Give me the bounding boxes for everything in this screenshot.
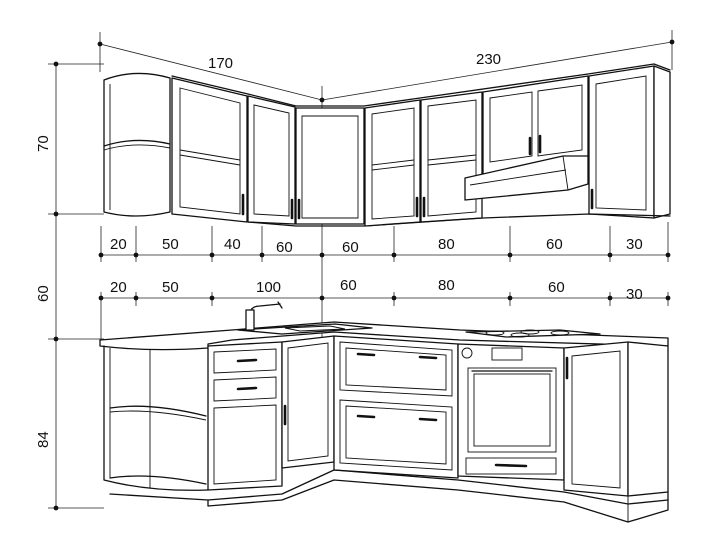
base-width-label: 20 (110, 279, 127, 296)
base-width-label: 60 (548, 279, 565, 296)
cooktop (465, 329, 601, 338)
base-width-label: 80 (438, 277, 455, 294)
base-corner-shelf (103, 345, 209, 491)
upper-corner-shelf (103, 72, 171, 217)
dim-label-upper-height: 70 (35, 135, 52, 152)
base-width-label: 60 (340, 277, 357, 294)
upper-width-label: 80 (438, 236, 455, 253)
upper-width-label: 50 (162, 236, 179, 253)
dim-label-gap-height: 60 (35, 285, 52, 302)
upper-width-label: 60 (342, 239, 359, 256)
base-sink-door (281, 335, 335, 469)
dim-label-base-height: 84 (35, 431, 52, 448)
base-width-label: 50 (162, 279, 179, 296)
sink (237, 323, 373, 335)
base-cabinets (99, 301, 669, 523)
base-width-label: 30 (626, 286, 643, 303)
base-corner-drawers (333, 335, 459, 479)
base-end-cabinet (563, 341, 669, 497)
base-width-label: 100 (256, 279, 281, 296)
dimension-lines (48, 30, 675, 511)
range-hood (464, 155, 589, 201)
oven (457, 343, 565, 481)
faucet (245, 301, 283, 331)
upper-glass-cabinet-right (364, 91, 483, 227)
dim-label-right-wall: 230 (476, 51, 501, 68)
upper-width-label: 40 (224, 236, 241, 253)
dim-label-left-wall: 170 (208, 55, 233, 72)
dimension-labels: 170 230 70 60 84 20 50 40 60 60 80 60 30… (35, 51, 643, 448)
upper-width-label: 60 (546, 236, 563, 253)
plinth (109, 469, 669, 523)
upper-panel-cabinet-a (247, 95, 296, 225)
upper-width-label: 60 (276, 239, 293, 256)
upper-cabinets (103, 63, 671, 227)
upper-end-cabinet (588, 65, 671, 219)
base-drawer-stack (207, 341, 283, 491)
upper-glass-cabinet-left (171, 77, 248, 223)
upper-width-label: 30 (626, 236, 643, 253)
upper-width-label: 20 (110, 236, 127, 253)
upper-corner-cabinet (295, 107, 365, 225)
